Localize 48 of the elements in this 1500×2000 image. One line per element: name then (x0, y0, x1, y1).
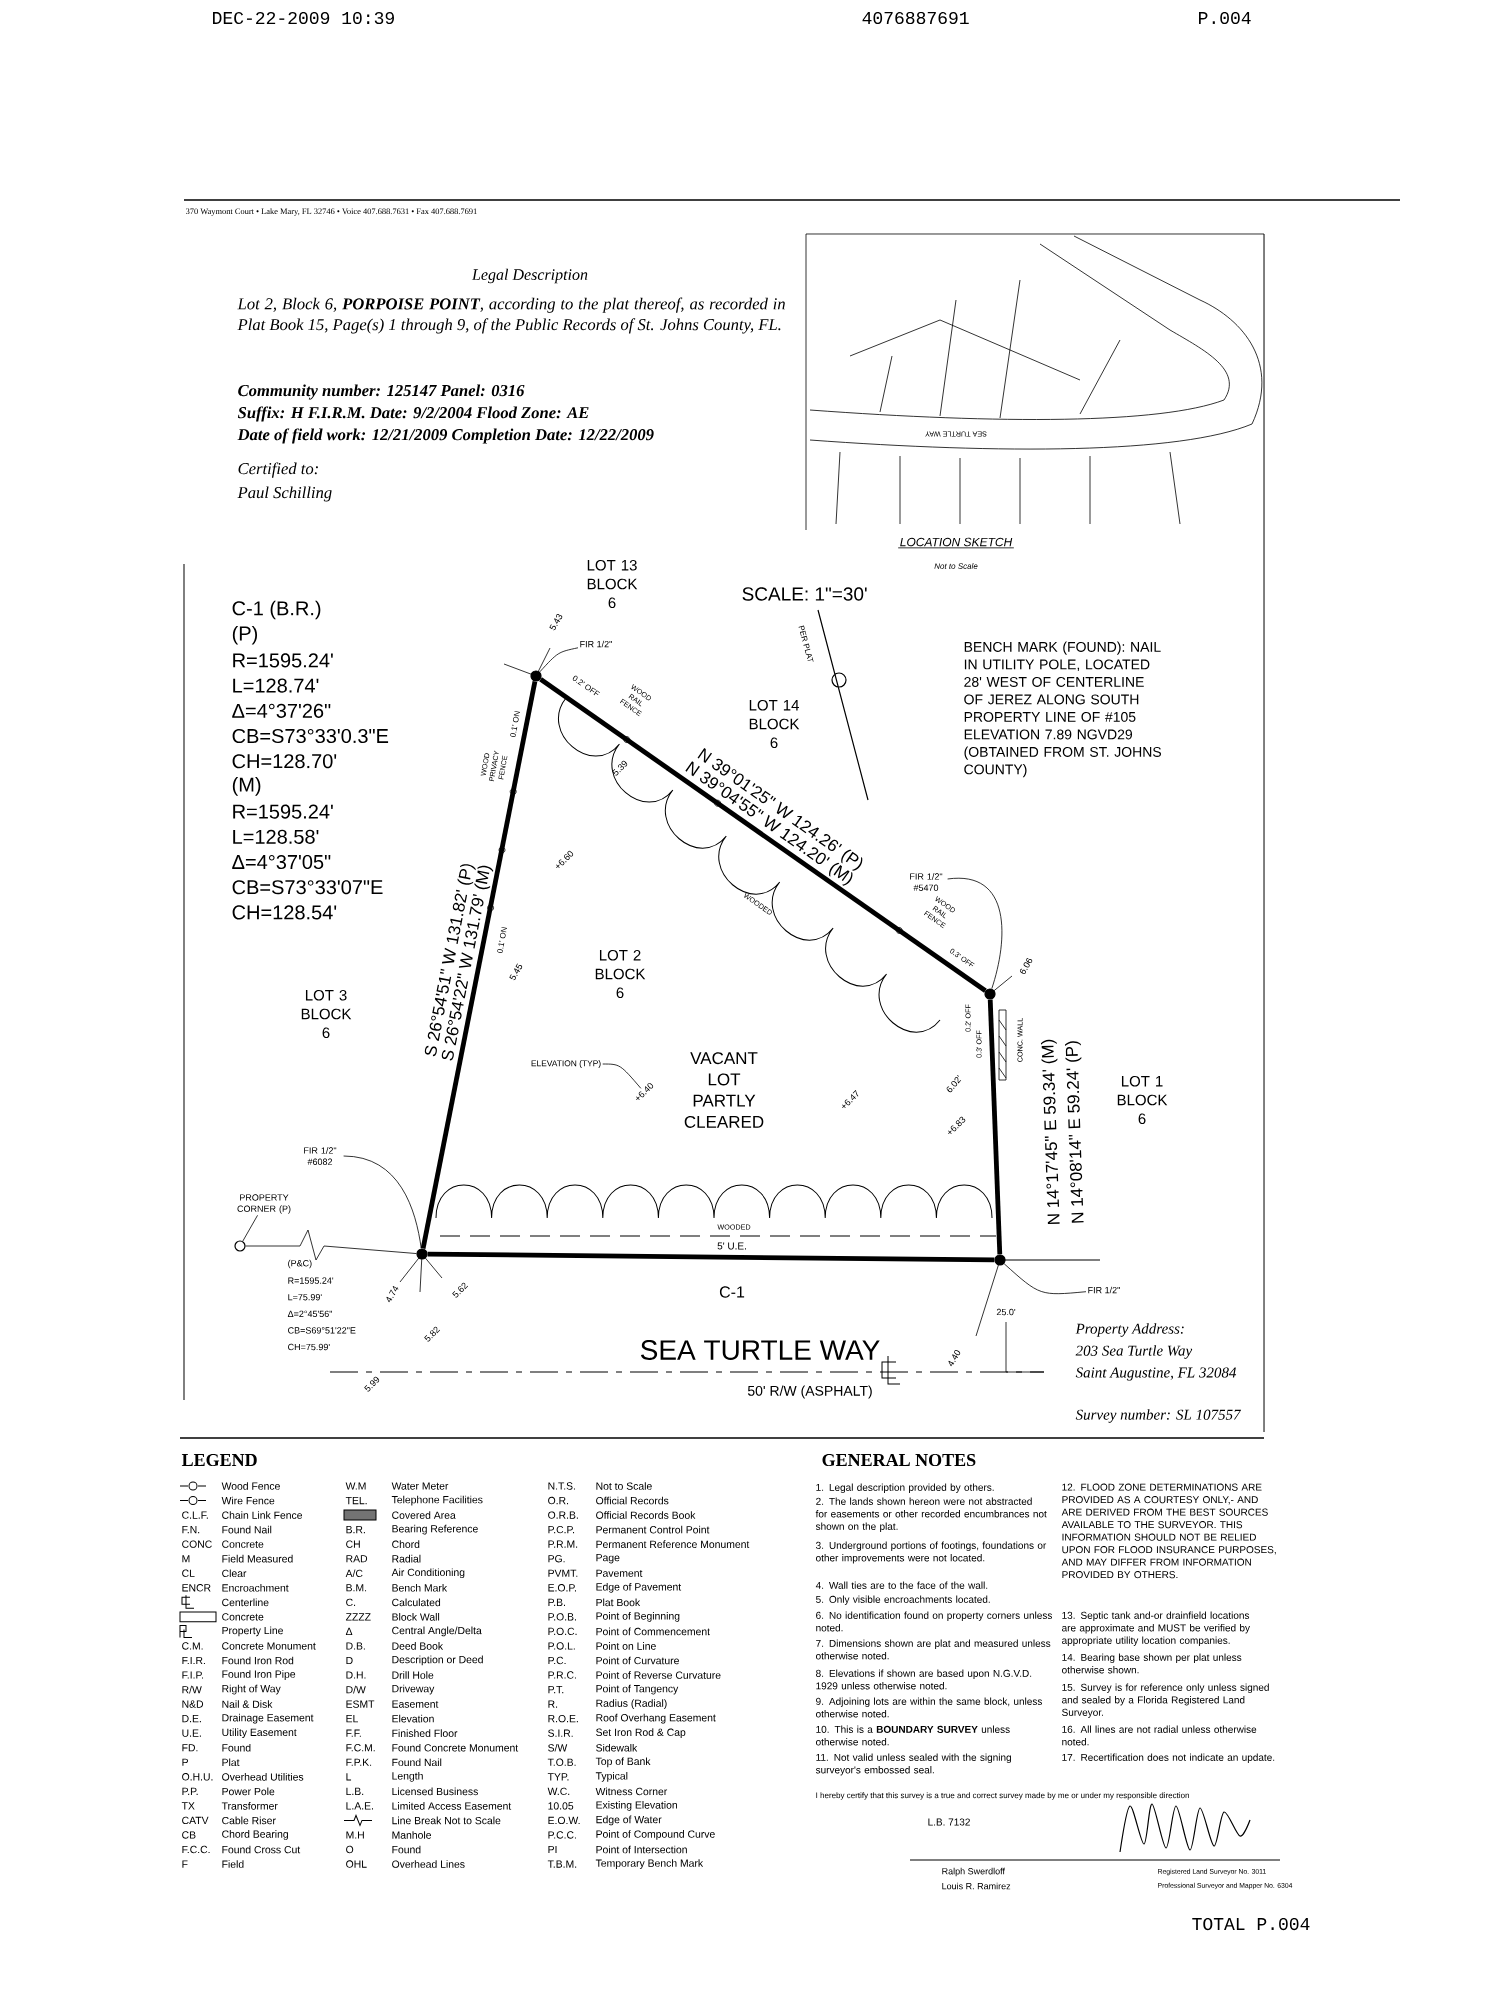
legal-description: Lot 2, Block 6, PORPOISE POINT, according to the plat thereof, as recorded in Plat Book 15, Page(s) 1 through 9, of the Public Records of St. Johns County, FL. (237, 297, 785, 334)
boundary-line (539, 677, 987, 993)
curve-data: CH=128.54' (232, 905, 337, 920)
property-corner-marker (234, 1240, 246, 1252)
boundary-line (427, 1251, 995, 1263)
flood-info: Community number: 125147 Panel: 0316 (238, 384, 525, 400)
leader-line (343, 1155, 422, 1249)
curve-data: (M) (232, 777, 261, 796)
curve-data: CH=128.70' (232, 754, 337, 769)
street-name: SEA TURTLE WAY (640, 1340, 880, 1360)
curve-data: CB=S73°33'0.3"E (232, 728, 389, 744)
curve-data: Δ=4°37'26" (232, 703, 331, 718)
certification-text: Certified to: (238, 462, 318, 478)
property-corner-marker (994, 1254, 1006, 1266)
notes-heading: GENERAL NOTES (822, 1453, 976, 1467)
scale-note: SCALE: 1"=30' (742, 587, 867, 601)
certification-text: Paul Schilling (237, 486, 332, 502)
leader-line (539, 647, 579, 673)
curve-data: (P) (232, 625, 258, 645)
fax-header: P.004 (1199, 11, 1251, 25)
bearing-label: N 14°08'14" E 59.24' (P) (1065, 1041, 1084, 1223)
date-info: Date of field work: 12/21/2009 Completion Date: 12/22/2009 (237, 428, 654, 444)
leader-line (947, 877, 1003, 990)
section-heading: Legal Description (471, 268, 588, 284)
tie-line (245, 1229, 417, 1261)
curve-data: C-1 (B.R.) (232, 600, 321, 620)
curve-data: CB=S73°33'07"E (232, 880, 383, 895)
curve-data: R=1595.24' (233, 653, 333, 668)
boundary-line (987, 999, 1003, 1255)
property-corner-marker (416, 1248, 428, 1260)
fax-header: DEC-22-2009 10:39 (213, 11, 394, 25)
curve-data: Δ=4°37'05" (232, 854, 331, 870)
curve-label: C-1 (719, 1286, 745, 1298)
fax-footer: TOTAL P.004 (1192, 1917, 1310, 1931)
leader-line (602, 1063, 642, 1089)
bearing-label: N 14°17'45" E 59.34' (M) (1040, 1039, 1060, 1225)
curve-data: L=128.74' (233, 678, 319, 693)
leader-line (1003, 1263, 1087, 1295)
legend-heading: LEGEND (181, 1453, 257, 1467)
curve-data: L=128.58' (233, 829, 319, 844)
fax-header: 4076887691 (862, 11, 969, 25)
curve-data: R=1595.24' (233, 804, 333, 819)
property-corner-marker (984, 988, 996, 1000)
leader-line (242, 1214, 258, 1242)
boundary-line (420, 681, 538, 1249)
area-label: VACANT LOT PARTLY CLEARED (684, 1052, 764, 1128)
property-corner-marker (530, 670, 542, 682)
flood-info: Suffix: H F.I.R.M. Date: 9/2/2004 Flood Zone: AE (237, 406, 589, 422)
